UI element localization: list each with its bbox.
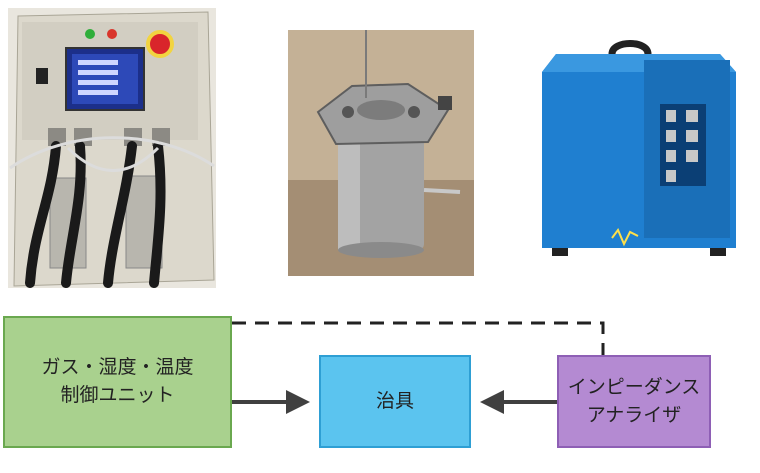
- impedance-analyzer-box: インピーダンス アナライザ: [557, 355, 711, 448]
- jig-label: 治具: [375, 389, 414, 412]
- impedance-analyzer-label-line1: インピーダンス: [567, 375, 701, 398]
- dashed-link: [232, 321, 605, 355]
- jig-box: 治具: [319, 355, 471, 448]
- gas-control-label-line2: 制御ユニット: [60, 384, 175, 406]
- impedance-analyzer-photo: [540, 38, 746, 270]
- control-unit-photo: [8, 8, 216, 288]
- gas-control-unit-box: ガス・湿度・温度 制御ユニット: [3, 316, 232, 448]
- impedance-analyzer-label-line2: アナライザ: [586, 403, 682, 426]
- jig-photo: [288, 30, 474, 276]
- gas-control-label-line1: ガス・湿度・温度: [41, 356, 194, 379]
